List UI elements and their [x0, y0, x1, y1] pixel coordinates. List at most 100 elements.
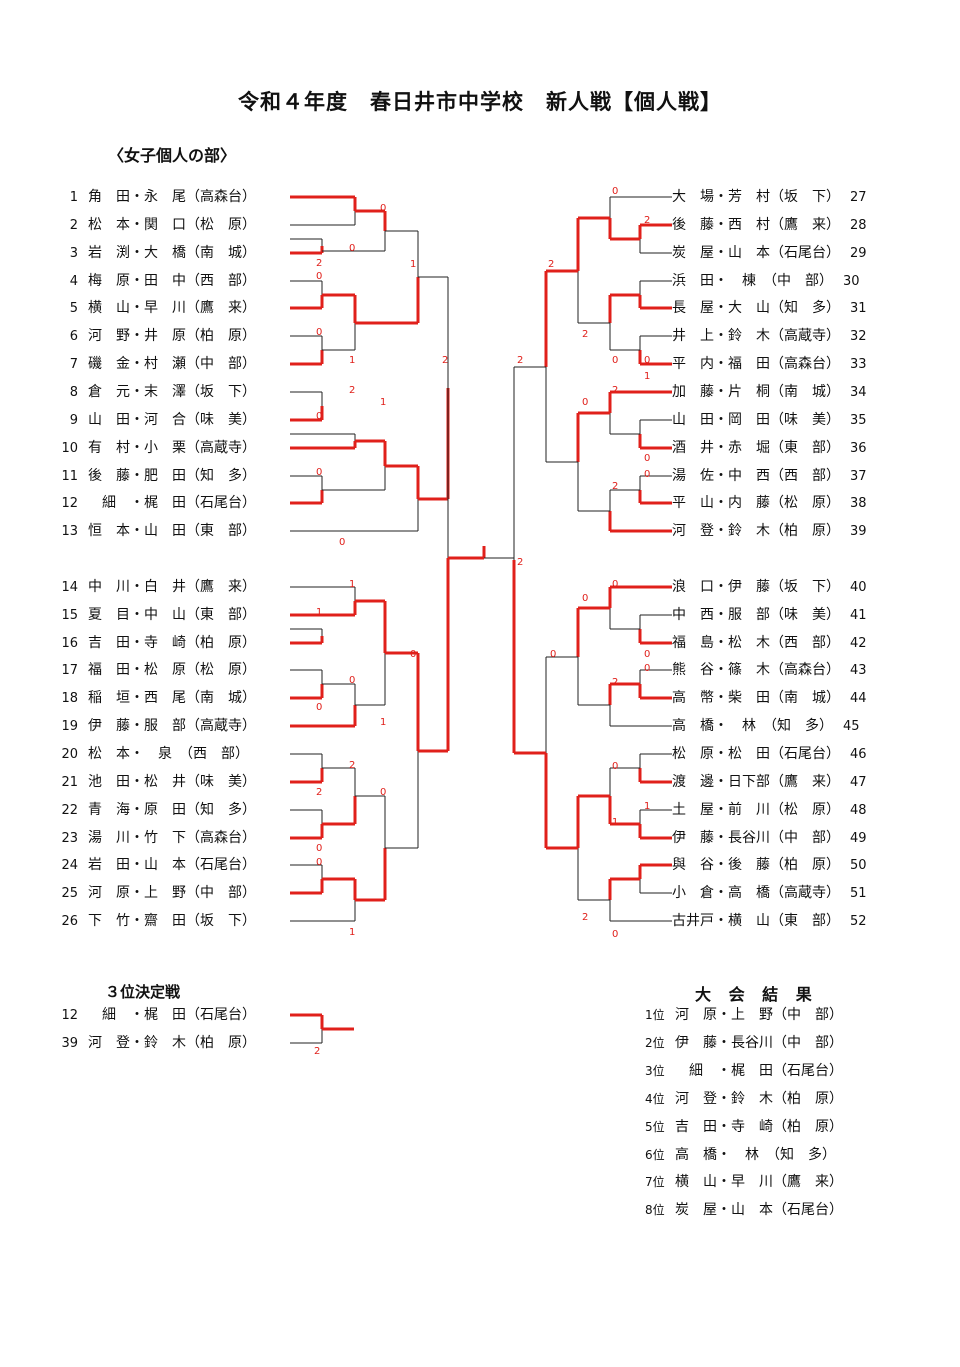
entry-name: 中 西・服 部（味 美）	[672, 607, 840, 623]
entry-name: 高 橋・ 林 （知 多）	[672, 718, 833, 734]
result-name: 河 登・鈴 木（柏 原）	[675, 1090, 843, 1107]
match-score: 0	[644, 355, 651, 366]
third-place-score: 2	[314, 1046, 321, 1057]
result-name: 河 原・上 野（中 部）	[675, 1007, 843, 1023]
result-name: 高 橋・ 林 （知 多）	[675, 1146, 836, 1163]
entry-number: 16	[61, 636, 78, 651]
entry-number: 17	[61, 663, 78, 678]
match-score: 0	[644, 469, 651, 480]
entry-number: 15	[61, 608, 78, 623]
entry-name: 松 本・関 口（松 原）	[88, 217, 256, 233]
entry-name: 岩 渕・大 橋（南 城）	[88, 245, 256, 261]
match-score: 2	[612, 677, 619, 688]
right-entry: 後 藤・西 村（鷹 来）28	[672, 215, 880, 235]
right-entry: 平 山・内 藤（松 原）38	[672, 493, 880, 513]
entry-number: 34	[850, 385, 867, 400]
result-rank: 8位	[645, 1203, 665, 1218]
entry-number: 2	[69, 218, 78, 233]
entry-number: 21	[61, 775, 78, 790]
entry-name: 湯 佐・中 西（西 部）	[672, 468, 840, 484]
entry-number: 12	[61, 1008, 78, 1023]
entry-name: 夏 目・中 山（東 部）	[88, 607, 256, 623]
entry-number: 43	[850, 663, 867, 678]
entry-number: 41	[850, 608, 867, 623]
entry-name: 河 登・鈴 木（柏 原）	[672, 523, 840, 539]
entry-number: 44	[850, 691, 867, 706]
entry-name: 酒 井・赤 堀（東 部）	[672, 440, 840, 456]
entry-number: 14	[61, 580, 78, 595]
right-entry: 山 田・岡 田（味 美）35	[672, 410, 880, 430]
right-entry: 長 屋・大 山（知 多） 31	[672, 298, 880, 318]
entry-name: 湯 川・竹 下（高森台）	[88, 830, 256, 846]
entry-name: 炭 屋・山 本（石尾台）	[672, 245, 840, 261]
match-score: 2	[349, 760, 356, 771]
entry-number: 31	[850, 301, 867, 316]
results-title: 大 会 結 果	[695, 985, 818, 1004]
entry-name: 恒 本・山 田（東 部）	[88, 523, 256, 539]
match-score: 2	[612, 385, 619, 396]
right-entry: 與 谷・後 藤（柏 原）50	[672, 855, 880, 875]
entry-name: 土 屋・前 川（松 原）	[672, 802, 840, 818]
entry-number: 42	[850, 636, 867, 651]
match-score: 2	[316, 258, 323, 269]
entry-number: 23	[61, 831, 78, 846]
entry-number: 10	[61, 441, 78, 456]
match-score: 2	[316, 787, 323, 798]
match-score: 2	[517, 355, 524, 366]
right-entry: 福 島・松 木（西 部）42	[672, 633, 880, 653]
match-score: 2	[644, 215, 651, 226]
entry-number: 13	[61, 524, 78, 539]
match-score: 0	[316, 467, 323, 478]
entry-number: 4	[69, 274, 78, 289]
entry-name: 長 屋・大 山（知 多）	[672, 300, 840, 316]
result-rank: 3位	[645, 1063, 665, 1078]
entry-name: 青 海・原 田（知 多）	[88, 802, 256, 818]
match-score: 0	[380, 203, 387, 214]
entry-number: 9	[69, 413, 78, 428]
entry-number: 52	[850, 914, 867, 929]
entry-number: 18	[61, 691, 78, 706]
entry-name: 細 ・梶 田（石尾台）	[88, 495, 256, 511]
right-entry: 湯 佐・中 西（西 部）37	[672, 466, 880, 486]
right-entry: 渡 邊・日下部（鷹 来）47	[672, 772, 880, 792]
entry-name: 池 田・松 井（味 美）	[88, 774, 256, 790]
entry-name: 後 藤・肥 田（知 多）	[88, 468, 256, 484]
match-score: 0	[612, 579, 619, 590]
match-score: 2	[582, 329, 589, 340]
match-score: 0	[644, 663, 651, 674]
match-score: 0	[612, 355, 619, 366]
match-score: 2	[442, 355, 449, 366]
third-place-title: ３位決定戦	[105, 983, 181, 1001]
match-score: 0	[380, 787, 387, 798]
left-entry: 23 湯 川・竹 下（高森台）	[50, 828, 256, 848]
right-entry: 炭 屋・山 本（石尾台）29	[672, 243, 880, 263]
entry-name: 角 田・永 尾（高森台）	[88, 189, 256, 205]
result-rank: 1位	[645, 1008, 665, 1022]
section-heading: 〈女子個人の部〉	[108, 146, 237, 165]
result-name: 炭 屋・山 本（石尾台）	[675, 1202, 843, 1219]
left-entry: 15 夏 目・中 山（東 部）	[50, 605, 256, 625]
result-row: 7位横 山・早 川（鷹 来）	[645, 1172, 843, 1192]
entry-name: 吉 田・寺 崎（柏 原）	[88, 635, 256, 651]
entry-number: 1	[69, 190, 78, 205]
entry-number: 45	[843, 719, 860, 734]
result-row: 4位河 登・鈴 木（柏 原）	[645, 1089, 843, 1109]
left-entry: 12 細 ・梶 田（石尾台）	[50, 493, 256, 513]
right-entry: 加 藤・片 桐（南 城）34	[672, 382, 880, 402]
match-score: 0	[550, 649, 557, 660]
result-rank: 5位	[645, 1119, 665, 1134]
entry-number: 26	[61, 914, 78, 929]
right-entry: 松 原・松 田（石尾台）46	[672, 744, 880, 764]
entry-name: 大 場・芳 村（坂 下）	[672, 189, 840, 205]
result-row: 3位 細 ・梶 田（石尾台）	[645, 1061, 843, 1081]
entry-name: 高 幣・柴 田（南 城）	[672, 690, 840, 706]
right-entry: 浪 口・伊 藤（坂 下）40	[672, 577, 880, 597]
entry-number: 8	[69, 385, 78, 400]
